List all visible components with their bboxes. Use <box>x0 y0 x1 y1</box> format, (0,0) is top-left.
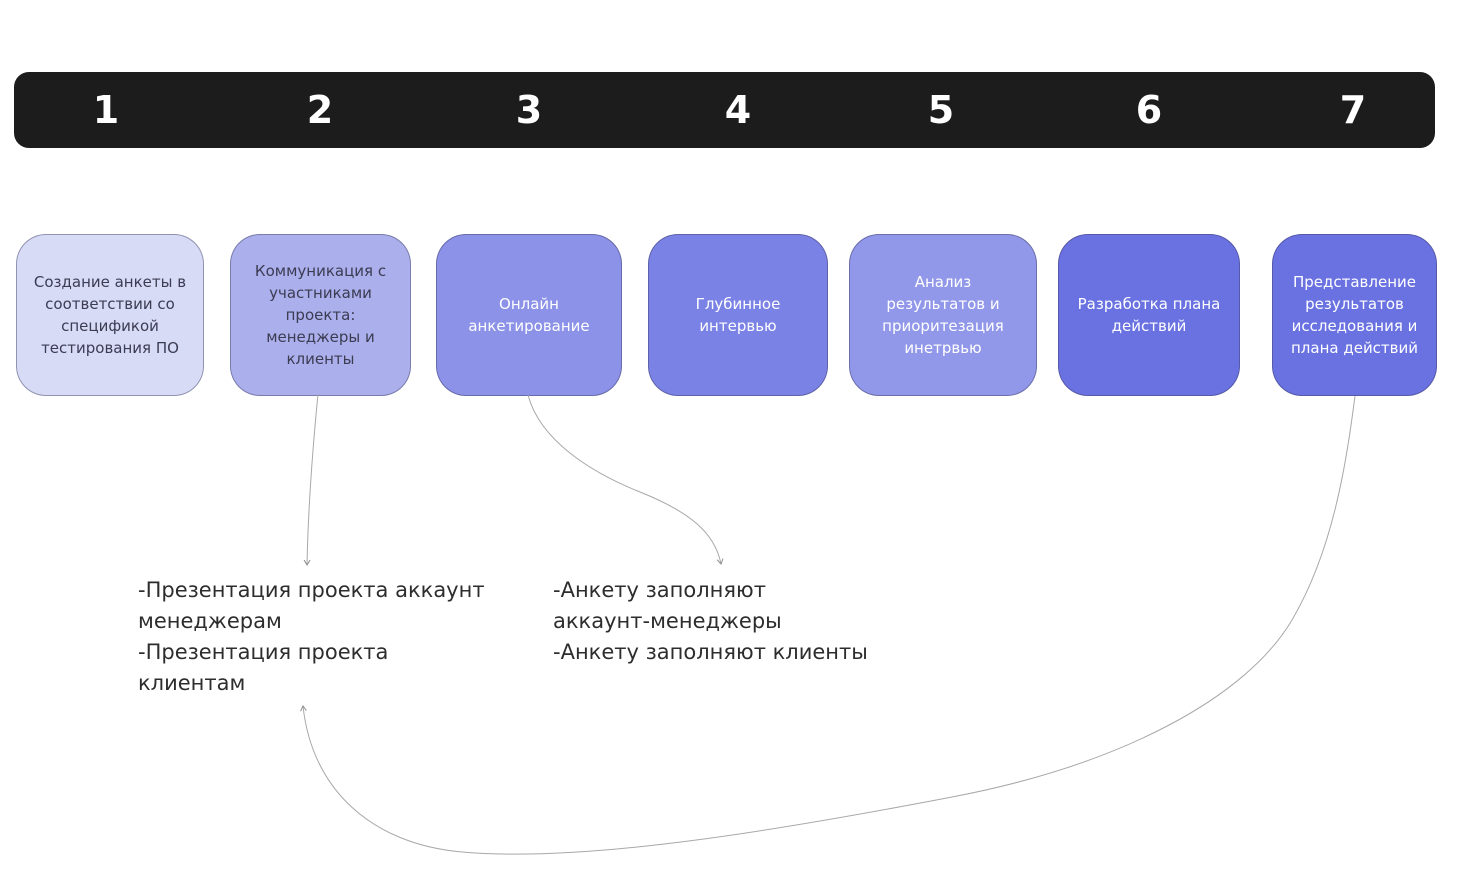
step2-notes-line: менеджерам <box>138 609 282 633</box>
step-card-3: Онлайн анкетирование <box>436 234 622 396</box>
step3-notes-line: аккаунт-менеджеры <box>553 609 782 633</box>
step-number-4: 4 <box>724 88 752 132</box>
step2-notes: -Презентация проекта аккаунт менеджерам … <box>138 575 485 699</box>
step-number-3: 3 <box>515 88 543 132</box>
step-card-2: Коммуникация с участниками проекта: мене… <box>230 234 411 396</box>
step-card-1: Создание анкеты в соответствии со специф… <box>16 234 204 396</box>
step-card-4-label: Глубинное интервью <box>695 294 781 335</box>
step-number-2: 2 <box>306 88 334 132</box>
step-card-2-label: Коммуникация с участниками проекта: мене… <box>254 261 387 369</box>
connector-step2-to-notes <box>307 393 319 565</box>
step-number-1: 1 <box>92 88 120 132</box>
timeline-bar <box>14 72 1435 148</box>
step-card-5: Анализ результатов и приоритезация инетр… <box>849 234 1037 396</box>
step2-notes-line: клиентам <box>138 671 246 695</box>
step-card-3-label: Онлайн анкетирование <box>468 294 590 335</box>
step3-notes: -Анкету заполняют аккаунт-менеджеры -Анк… <box>553 575 868 668</box>
step-card-4: Глубинное интервью <box>648 234 828 396</box>
step-card-6: Разработка плана действий <box>1058 234 1240 396</box>
step2-notes-line: -Презентация проекта аккаунт <box>138 578 485 602</box>
step-card-7-label: Представление результатов исследования и… <box>1290 272 1419 358</box>
step2-notes-line: -Презентация проекта <box>138 640 389 664</box>
step-number-5: 5 <box>927 88 955 132</box>
step-card-1-label: Создание анкеты в соответствии со специф… <box>33 272 187 358</box>
step-card-7: Представление результатов исследования и… <box>1272 234 1437 396</box>
step-number-6: 6 <box>1135 88 1163 132</box>
connector-step3-to-notes <box>527 394 721 564</box>
step3-notes-line: -Анкету заполняют <box>553 578 766 602</box>
step-card-5-label: Анализ результатов и приоритезация инетр… <box>882 272 1004 358</box>
step-card-6-label: Разработка плана действий <box>1077 294 1221 335</box>
step-number-7: 7 <box>1339 88 1367 132</box>
step3-notes-line: -Анкету заполняют клиенты <box>553 640 868 664</box>
